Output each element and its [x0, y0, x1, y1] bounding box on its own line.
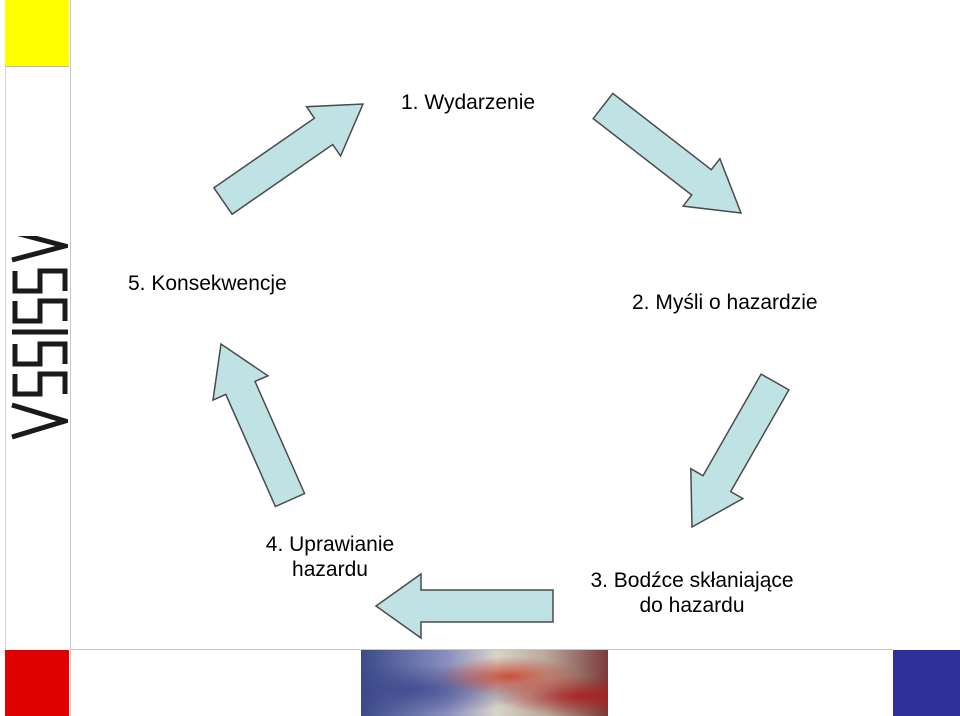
footer-photo — [361, 650, 608, 716]
footer-divider — [69, 649, 893, 650]
blue-corner-block — [893, 650, 960, 716]
arrow-2-to-3 — [690, 373, 790, 529]
step-2-label: 2. Myśli o hazardzie — [632, 291, 818, 314]
arrow-4-to-5 — [212, 342, 306, 508]
step-5-label: 5. Konsekwencje — [128, 272, 287, 295]
step-1-label: 1. Wydarzenie — [401, 91, 536, 114]
step-3-label-line1: 3. Bodźce skłaniające — [590, 569, 794, 592]
step-4-label-line1: 4. Uprawianie — [265, 533, 395, 556]
step-4-label: 4. Uprawianie hazardu — [250, 532, 410, 582]
logo — [11, 236, 68, 440]
red-corner-block — [5, 650, 69, 716]
step-4-label-line2: hazardu — [292, 558, 368, 581]
arrow-1-to-2 — [592, 92, 743, 214]
sidebar — [5, 0, 71, 716]
arrow-3-to-4 — [374, 572, 554, 640]
step-3-label-line2: do hazardu — [639, 594, 745, 617]
yellow-corner-block — [5, 0, 69, 67]
arrow-5-to-1 — [212, 103, 365, 216]
step-3-label: 3. Bodźce skłaniające do hazardu — [574, 568, 810, 618]
